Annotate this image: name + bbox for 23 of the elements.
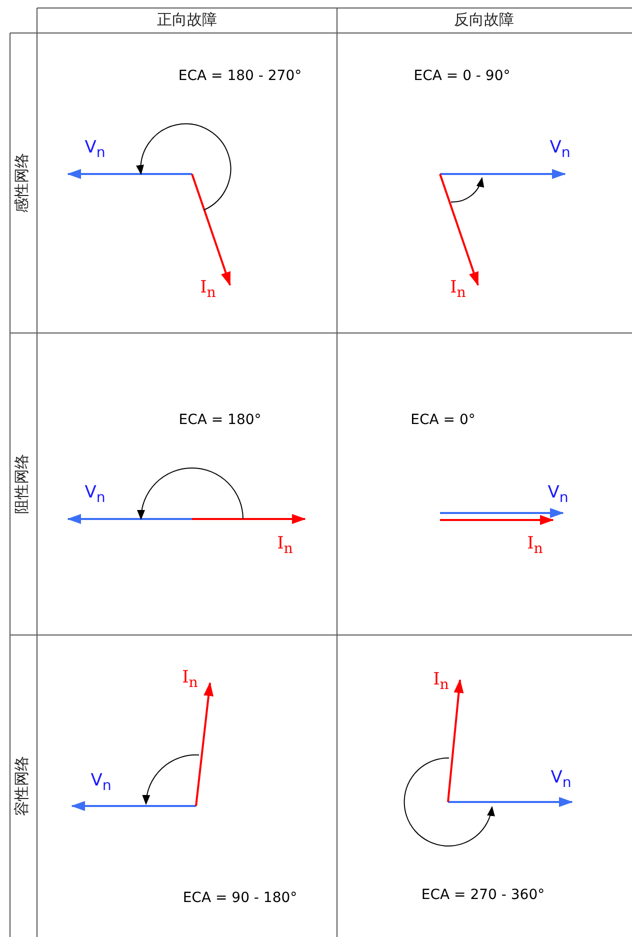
voltage-label: V$_{n}$ [550, 140, 570, 160]
voltage-label: V$_{n}$ [90, 772, 112, 794]
column-header: 反向故障 [454, 12, 514, 28]
voltage-label: V$_{n}$ [84, 140, 106, 160]
row-header: 容性网络 [14, 756, 30, 816]
angle-label: ECA = 90 - 180° [182, 891, 298, 905]
voltage-label: V$_{n}$ [550, 770, 572, 790]
column-header: 正向故障 [157, 12, 217, 28]
voltage-label: V$_{n}$ [84, 484, 106, 506]
current-label: I$_{n}$ [450, 280, 466, 300]
current-label: I$_{n}$ [433, 672, 449, 692]
angle-label: ECA = 0° [410, 413, 476, 427]
angle-label: ECA = 0 - 90° [414, 69, 510, 83]
current-label: I$_{n}$ [277, 536, 293, 556]
angle-label: ECA = 270 - 360° [421, 888, 545, 902]
row-header: 感性网络 [14, 153, 30, 213]
voltage-label: V$_{n}$ [548, 484, 568, 506]
current-label: I$_{n}$ [200, 280, 216, 300]
current-label: I$_{n}$ [527, 536, 543, 556]
current-label: I$_{n}$ [182, 670, 198, 690]
angle-label: ECA = 180° [178, 413, 262, 427]
row-header: 阻性网络 [14, 454, 30, 514]
angle-label: ECA = 180 - 270° [178, 69, 302, 83]
